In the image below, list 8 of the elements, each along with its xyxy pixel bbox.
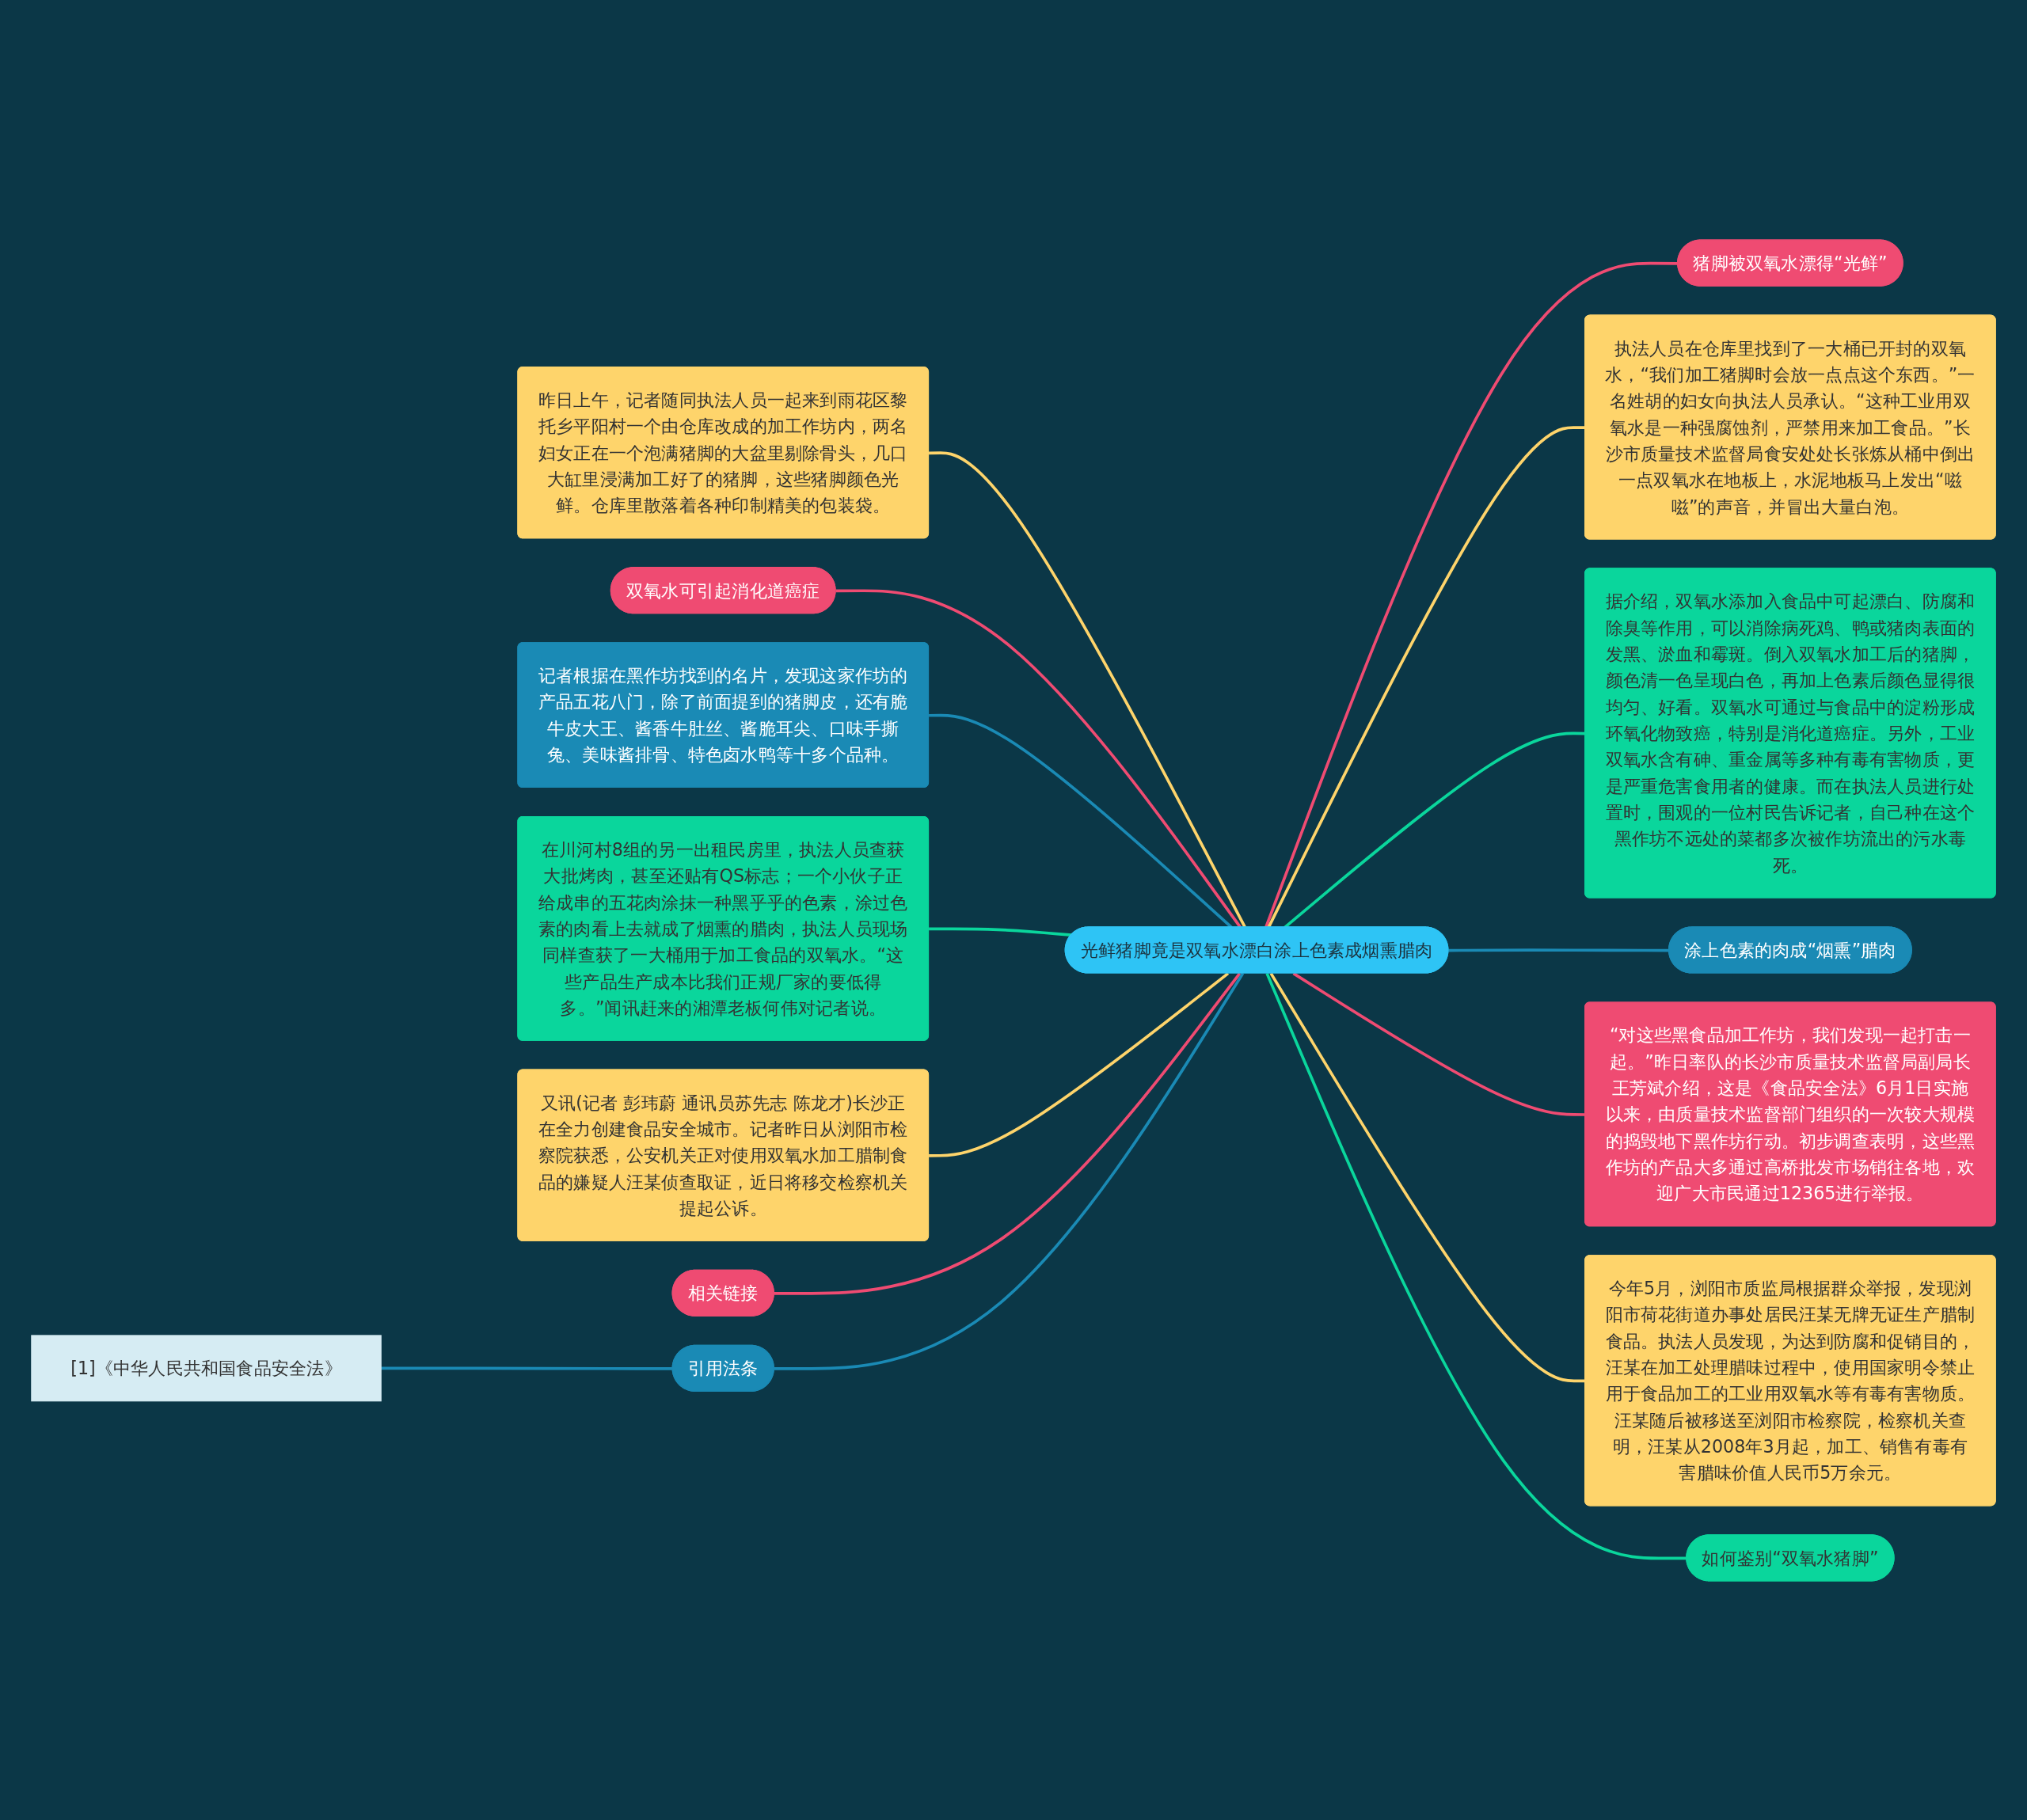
connector [774, 972, 1245, 1370]
connector [381, 1366, 673, 1370]
connector [929, 926, 1072, 937]
node-box: [1]《中华人民共和国食品安全法》 [31, 1334, 382, 1401]
connector [1265, 972, 1687, 1560]
connector [929, 450, 1247, 928]
connector [929, 971, 1230, 1157]
connector [774, 972, 1242, 1295]
